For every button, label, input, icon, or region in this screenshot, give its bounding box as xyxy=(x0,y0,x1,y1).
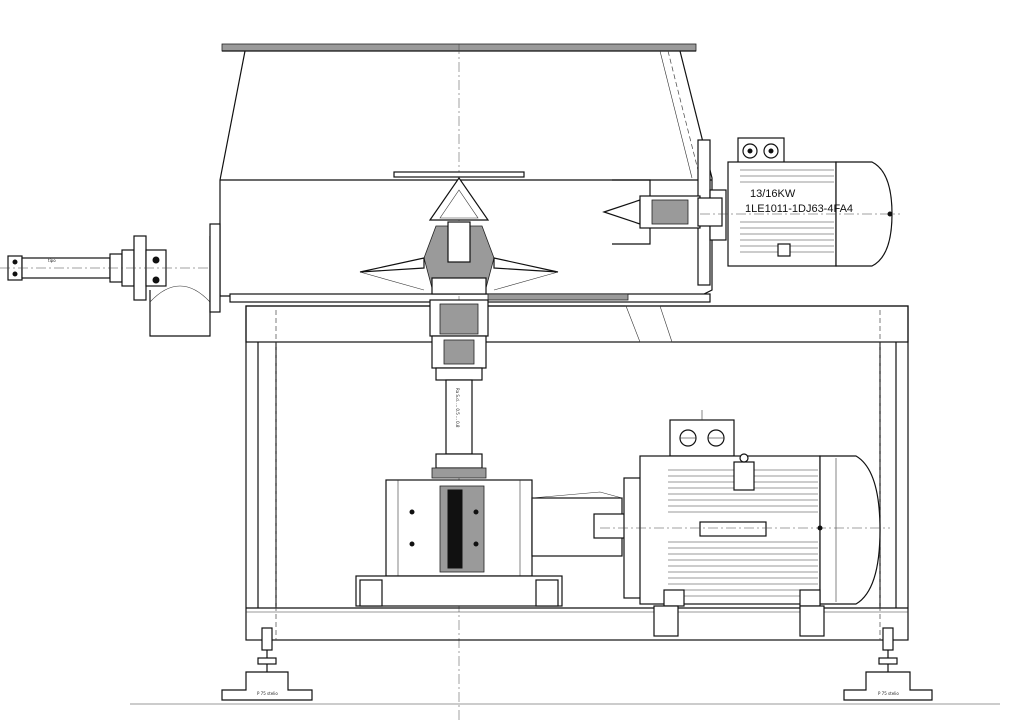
motor-power-label: 13/16KW xyxy=(750,188,796,200)
drive-shaft: Ra S.d. ... 0.5 ... 0.8 xyxy=(429,299,489,479)
foot-right-label: P 75 stelio xyxy=(878,691,899,696)
side-actuator: tipo xyxy=(0,223,221,337)
bottom-motor xyxy=(593,410,890,637)
foot-right: P 75 stelio xyxy=(843,627,933,701)
scraper-shaft xyxy=(602,179,723,245)
agitator-hub xyxy=(359,176,559,295)
gearbox xyxy=(355,479,623,607)
top-motor: 13/16KW 1LE1011-1DJ63-4FA4 xyxy=(700,137,900,267)
foot-left-label: P 75 stelio xyxy=(257,691,278,696)
support-frame xyxy=(245,305,909,641)
motor-model-label: 1LE1011-1DJ63-4FA4 xyxy=(745,203,853,215)
cylinder-label: tipo xyxy=(48,258,56,263)
foot-left: P 75 stelio xyxy=(221,627,313,701)
hopper xyxy=(219,43,727,720)
shaft-label: Ra S.d. ... 0.5 ... 0.8 xyxy=(455,388,460,428)
